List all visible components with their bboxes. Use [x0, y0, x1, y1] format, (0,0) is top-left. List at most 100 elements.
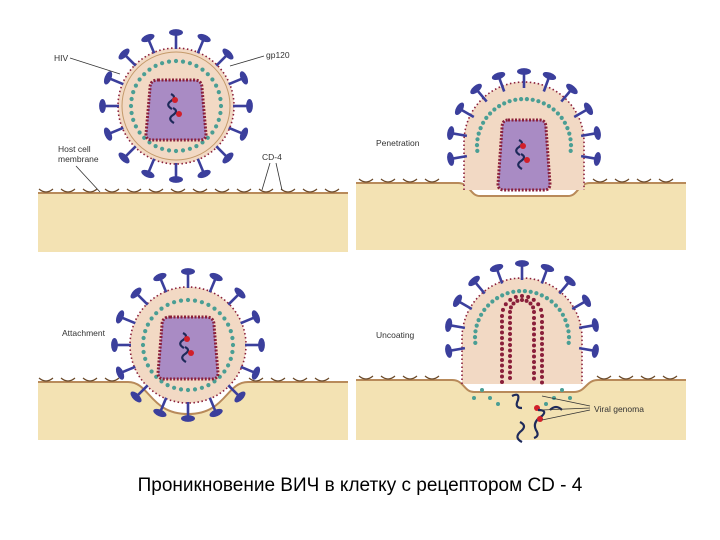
matrix-dot — [568, 148, 573, 153]
matrix-dot — [147, 67, 152, 72]
cd4-receptor — [38, 188, 54, 193]
cd4-receptor — [314, 377, 330, 382]
panel-attachment: Attachment — [38, 266, 348, 440]
capsid-fragment — [531, 305, 536, 310]
matrix-dot — [222, 369, 227, 374]
label-host-cell-membrane-line2: membrane — [58, 154, 99, 164]
matrix-dot — [128, 103, 134, 109]
cd4-receptor — [402, 375, 418, 380]
matrix-dot — [478, 126, 483, 131]
label-uncoating: Uncoating — [376, 330, 415, 340]
matrix-dot — [568, 396, 572, 400]
cd4-receptors — [358, 178, 674, 183]
cd4-receptor — [82, 188, 98, 193]
capsid-fragment — [500, 325, 504, 329]
matrix-dot — [536, 99, 541, 104]
matrix-dot — [141, 349, 146, 355]
matrix-dot — [566, 329, 571, 334]
capsid-fragment — [532, 316, 536, 320]
capsid-fragment — [540, 358, 544, 363]
capsid-fragment — [531, 297, 536, 302]
matrix-dot — [472, 396, 476, 400]
leader-viral-genome-1 — [541, 395, 591, 407]
matrix-dot — [165, 383, 170, 388]
capsid-fragment — [532, 338, 536, 342]
capsid-fragment — [532, 371, 536, 375]
matrix-dot — [226, 322, 231, 327]
matrix-dot — [562, 120, 567, 125]
matrix-dot — [484, 115, 489, 120]
cd4-receptor — [658, 178, 674, 183]
cd4-receptor — [126, 188, 142, 193]
matrix-dot — [511, 289, 516, 294]
capsid-fragment — [513, 294, 518, 299]
capsid-fragment — [540, 353, 544, 357]
capsid-fragment — [540, 314, 544, 318]
matrix-dot — [566, 340, 571, 345]
matrix-dot — [166, 148, 172, 153]
matrix-dot — [205, 72, 210, 77]
gp120-spike-icon — [97, 97, 121, 115]
cd4-receptor — [636, 178, 652, 183]
matrix-dot — [475, 137, 480, 142]
capsid-fragment — [500, 307, 505, 312]
matrix-dot — [142, 135, 147, 140]
matrix-dot — [541, 101, 546, 106]
cd4-receptor — [402, 178, 418, 183]
capsid-fragment — [539, 307, 544, 312]
capsid-fragment — [500, 358, 504, 362]
matrix-dot — [173, 148, 179, 154]
matrix-dot — [129, 96, 134, 102]
label-cd4: CD-4 — [262, 152, 282, 162]
capsid-fragment — [500, 363, 504, 368]
hiv-entry-diagram: HIV gp120 Host cell membrane CD-4 Penetr… — [38, 27, 686, 443]
matrix-dot — [500, 293, 505, 298]
cd4-receptor — [358, 375, 374, 380]
cd4-receptor — [324, 188, 340, 193]
matrix-dot — [140, 342, 146, 348]
matrix-dot — [165, 302, 170, 307]
matrix-dot — [137, 77, 142, 82]
matrix-dot — [216, 117, 221, 122]
cd4-receptor — [280, 188, 296, 193]
capsid-fragment — [508, 359, 512, 364]
matrix-dot — [560, 312, 565, 317]
capsid-icon — [496, 118, 552, 192]
matrix-dot — [131, 90, 136, 95]
matrix-dot — [159, 306, 164, 311]
disassembling-capsid — [472, 294, 572, 406]
capsid-fragment — [540, 331, 544, 335]
panel-uncoating: Uncoating Viral genoma — [356, 258, 686, 443]
host-cell-cytoplasm — [38, 193, 348, 252]
matrix-dot — [488, 396, 492, 400]
virion — [97, 27, 255, 185]
cd4-receptor — [60, 188, 76, 193]
label-host-cell-membrane-line1: Host cell — [58, 144, 91, 154]
matrix-dot — [551, 107, 556, 112]
matrix-dot — [557, 307, 562, 312]
cd4-receptor — [380, 375, 396, 380]
capsid-fragment — [500, 347, 504, 351]
capsid-fragment — [532, 343, 536, 348]
cd4-receptor — [380, 178, 396, 183]
matrix-dot — [230, 342, 236, 348]
capsid-fragment — [508, 297, 513, 302]
matrix-dot — [187, 146, 192, 151]
capsid-fragment — [508, 305, 513, 310]
leader-host-cell-membrane — [75, 165, 101, 193]
capsid-fragment — [540, 347, 544, 352]
matrix-dot — [530, 97, 535, 102]
gp120-spike-icon — [167, 27, 185, 51]
cd4-receptor — [640, 375, 656, 380]
matrix-dot — [555, 111, 560, 116]
matrix-dot — [210, 130, 215, 135]
matrix-dot — [481, 120, 486, 125]
matrix-dot — [185, 387, 191, 393]
cd4-receptor — [60, 377, 76, 382]
cd4-receptor — [302, 188, 318, 193]
gp120-spike-icon — [243, 336, 267, 354]
matrix-dot — [544, 296, 549, 301]
matrix-dot — [507, 99, 512, 104]
matrix-dot — [496, 402, 500, 406]
cd4-receptor — [82, 377, 98, 382]
